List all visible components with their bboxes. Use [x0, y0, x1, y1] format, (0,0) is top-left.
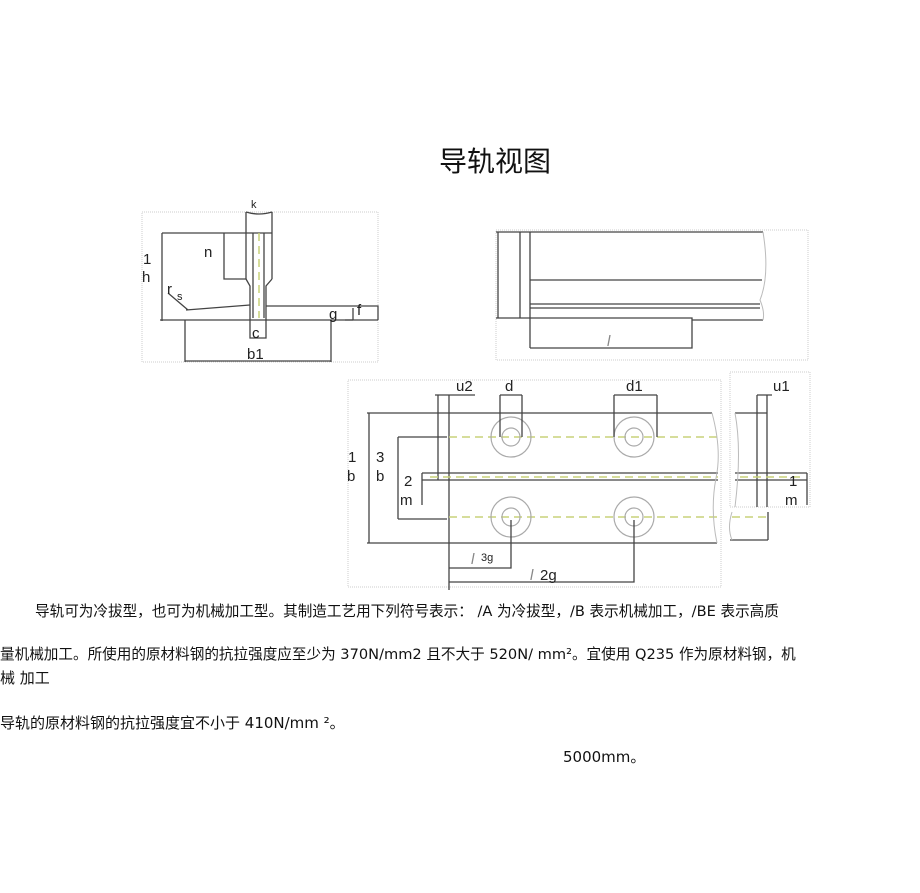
- label-b3-bottom: b: [376, 468, 384, 485]
- paragraph-line-4: 导轨的原材料钢的抗拉强度宜不小于 410N/mm ²。: [0, 714, 345, 732]
- label-g: g: [329, 306, 337, 323]
- label-f: f: [357, 302, 362, 319]
- label-n: n: [204, 244, 212, 261]
- end-detail-drawing: u1 1 m: [729, 371, 811, 541]
- label-d1: d1: [626, 378, 643, 395]
- label-b1: b1: [247, 346, 264, 363]
- label-d: d: [505, 378, 513, 395]
- cross-section-drawing: k n 1 h r s g f c b1: [141, 199, 379, 363]
- label-l3g-sub: 3g: [481, 552, 493, 564]
- paragraph-line-2: 量机械加工。所使用的原材料钢的抗拉强度应至少为 370N/mm2 且不大于 52…: [0, 646, 796, 663]
- label-h1-top: 1: [143, 251, 151, 268]
- plan-view-drawing: u2 d d1 1 b 3 b 2 m l 3g l 2g: [347, 378, 722, 590]
- label-b3-top: 3: [376, 449, 384, 466]
- label-b1-top: 1: [348, 449, 356, 466]
- label-m2-bottom: m: [400, 492, 413, 509]
- paragraph-line-1: 导轨可为冷拔型，也可为机械加工型。其制造工艺用下列符号表示： /A 为冷拔型，/…: [35, 603, 779, 620]
- label-m2-top: 2: [404, 473, 412, 490]
- label-l3g: l: [471, 551, 475, 568]
- paragraph-line-5: 5000mm。: [563, 748, 646, 766]
- label-k: k: [251, 199, 257, 211]
- label-rs-sub: s: [177, 291, 183, 303]
- label-rs: r: [167, 281, 172, 298]
- paragraph-line-3: 械 加工: [0, 669, 50, 687]
- label-m1-bottom: m: [785, 492, 798, 509]
- label-l: l: [607, 333, 611, 350]
- label-c: c: [252, 325, 260, 342]
- side-view-drawing: l: [495, 229, 809, 361]
- label-l2g-sub: 2g: [540, 567, 557, 584]
- label-u1: u1: [773, 378, 790, 395]
- label-l2g: l: [530, 567, 534, 584]
- label-h1-bottom: h: [142, 269, 150, 286]
- page-title: 导轨视图: [438, 145, 551, 178]
- label-b1-bottom: b: [347, 468, 355, 485]
- label-u2: u2: [456, 378, 473, 395]
- label-m1-top: 1: [789, 473, 797, 490]
